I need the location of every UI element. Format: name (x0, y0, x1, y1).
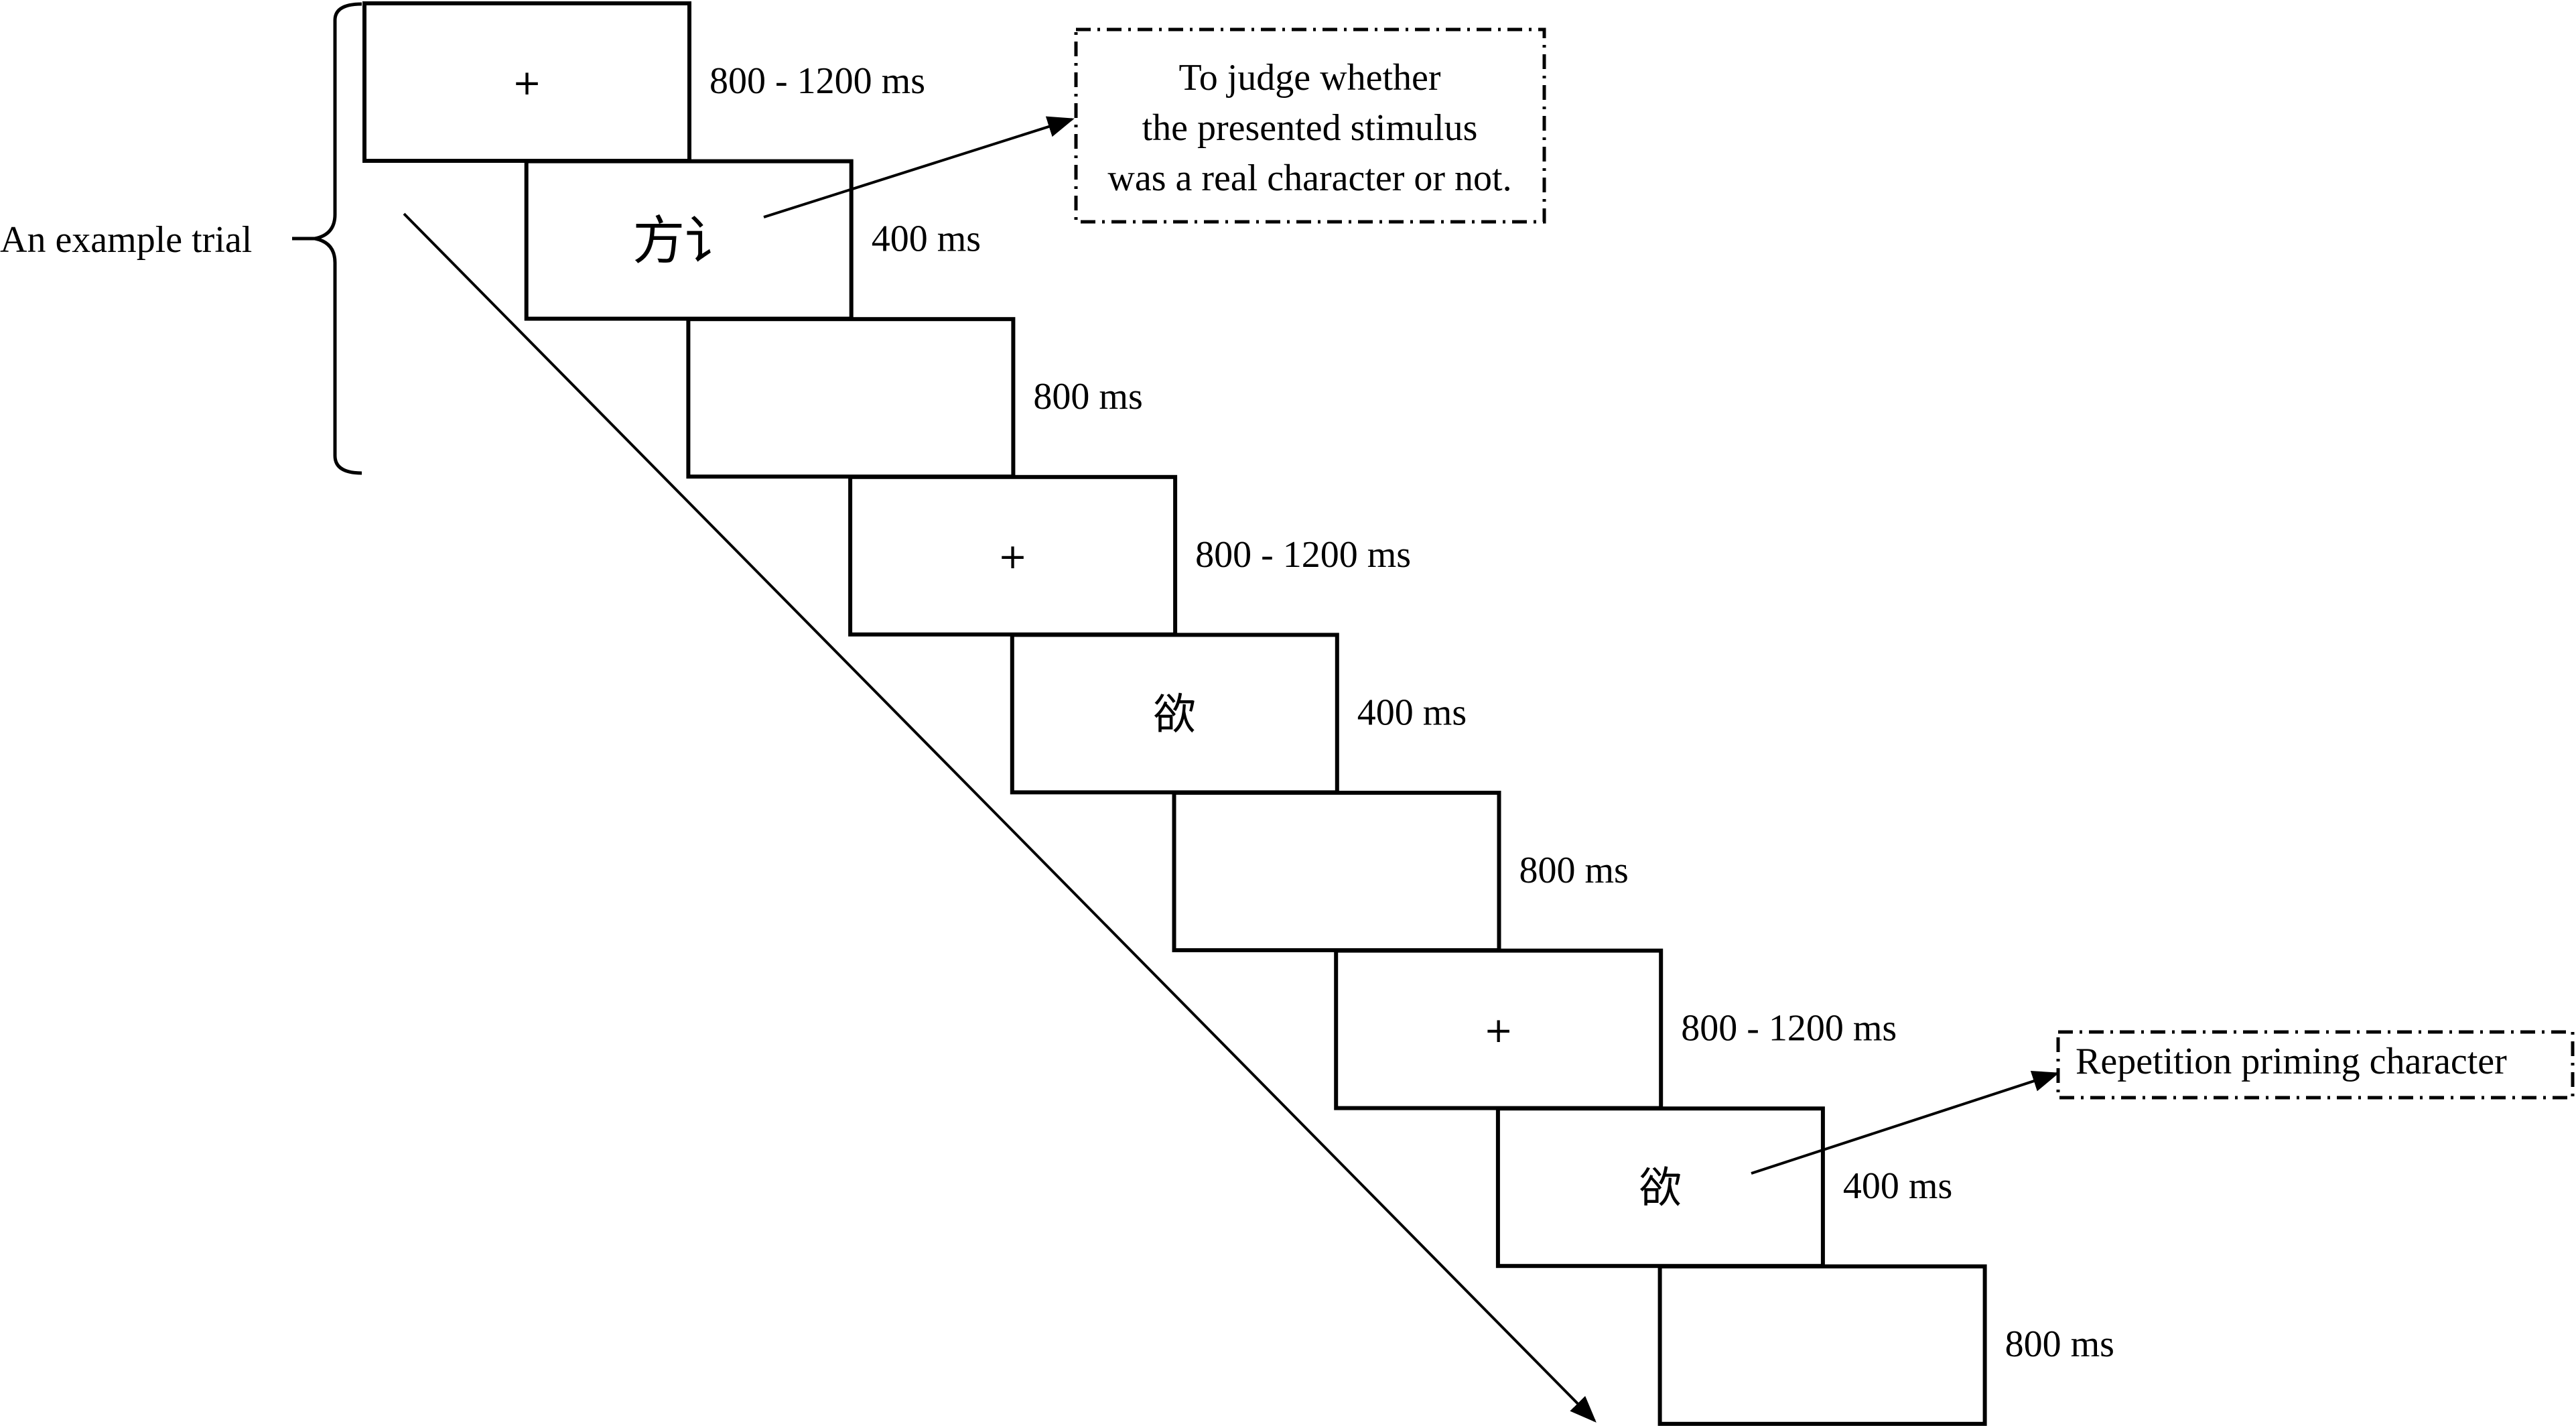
duration-label: 800 ms (2005, 1323, 2114, 1365)
timeline-arrow (403, 212, 1597, 1423)
task-annotation-line-2: the presented stimulus (1142, 107, 1478, 149)
screen-frame (1334, 948, 1664, 1110)
priming-annotation-label: Repetition priming character (2076, 1041, 2507, 1082)
stimulus-character: 方讠 (632, 211, 737, 271)
stimulus-character: 欲 (1153, 690, 1196, 740)
duration-label: 800 - 1200 ms (1681, 1008, 1897, 1049)
priming-annotation-arrow (1751, 1070, 2059, 1175)
screen-1: +800 - 1200 ms (362, 1, 925, 163)
screen-6: 800 ms (1172, 791, 1629, 952)
trial-brace (292, 2, 362, 475)
screen-9: 800 ms (1657, 1264, 2114, 1426)
screen-frame (1172, 791, 1501, 952)
duration-label: 400 ms (1357, 692, 1467, 733)
duration-label: 800 - 1200 ms (709, 60, 925, 102)
screen-frame (686, 317, 1016, 479)
screen-frame (848, 474, 1178, 637)
task-annotation: To judge whether the presented stimulus … (1074, 27, 1546, 224)
screen-8: 欲 400 ms (1495, 1106, 1952, 1269)
duration-label: 400 ms (872, 218, 981, 260)
screen-frame (524, 159, 854, 321)
task-annotation-arrow (763, 116, 1075, 218)
task-annotation-line-3: was a real character or not. (1107, 157, 1511, 199)
screen-frame (1495, 1106, 1825, 1269)
fixation-cross: + (998, 537, 1028, 577)
screen-frame (1010, 633, 1339, 795)
screen-frame (362, 1, 691, 163)
screen-3: 800 ms (686, 317, 1143, 479)
screen-5: 欲 400 ms (1010, 633, 1467, 795)
task-annotation-line-1: To judge whether (1178, 57, 1440, 99)
fixation-cross: + (513, 63, 542, 103)
stimulus-character: 欲 (1639, 1164, 1682, 1214)
screen-7: +800 - 1200 ms (1334, 948, 1897, 1110)
screen-frame (1657, 1264, 1987, 1426)
duration-label: 800 ms (1519, 850, 1629, 891)
fixation-cross: + (1484, 1011, 1513, 1051)
screens-sequence: +800 - 1200 ms 方讠 400 ms 800 ms +800 - 1200 … (362, 1, 2114, 1426)
screen-4: +800 - 1200 ms (848, 474, 1411, 637)
trial-label: An example trial (0, 219, 252, 261)
duration-label: 400 ms (1843, 1165, 1952, 1207)
duration-label: 800 - 1200 ms (1195, 534, 1411, 576)
duration-label: 800 ms (1033, 376, 1142, 417)
screen-2: 方讠 400 ms (524, 159, 981, 321)
priming-annotation: Repetition priming character (2056, 1030, 2575, 1100)
